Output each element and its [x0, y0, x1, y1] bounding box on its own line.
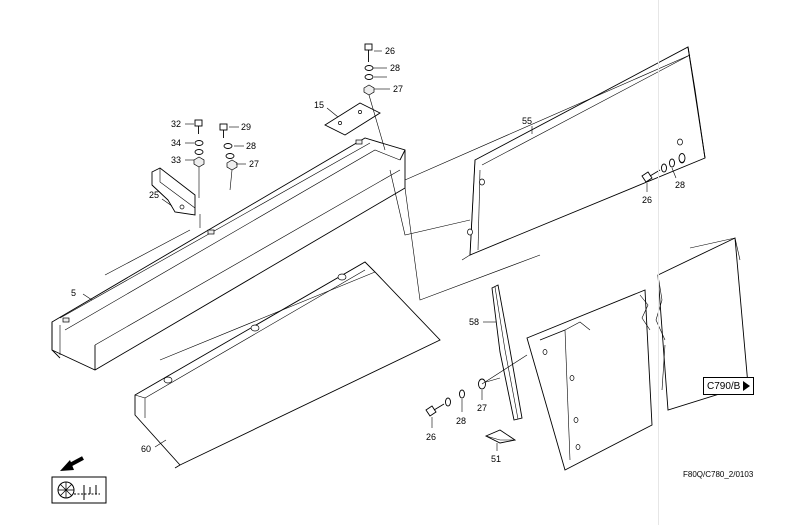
label-5: 5 [71, 288, 76, 298]
label-60: 60 [141, 444, 151, 454]
reference-link-label: C790/B [707, 380, 741, 392]
label-27: 27 [393, 84, 403, 94]
arrow-down-left-icon [60, 456, 84, 471]
label-29: 29 [241, 122, 251, 132]
label-34: 34 [171, 138, 181, 148]
fastener-stack-right[interactable] [641, 153, 686, 183]
page-divider [658, 0, 659, 525]
label-26: 26 [385, 46, 395, 56]
fastener-stack-left[interactable] [193, 119, 205, 198]
label-25: 25 [149, 190, 159, 200]
label-28: 28 [390, 63, 400, 73]
fastener-stack-top[interactable] [363, 43, 386, 151]
reference-link-button[interactable]: C790/B [703, 377, 755, 395]
fastener-stack-middle[interactable] [219, 123, 238, 191]
label-32: 32 [171, 119, 181, 129]
panel-part-55[interactable] [461, 46, 706, 261]
label-28: 28 [675, 180, 685, 190]
label-55: 55 [522, 116, 532, 126]
bracket-part-25[interactable] [151, 167, 196, 216]
combine-header-icon [51, 476, 107, 504]
leader-lines [82, 50, 677, 451]
side-panel-left[interactable] [526, 289, 653, 471]
label-58: 58 [469, 317, 479, 327]
panel-part-60[interactable] [134, 261, 441, 469]
label-26: 26 [642, 195, 652, 205]
assembly-lines [104, 54, 691, 391]
label-51: 51 [491, 454, 501, 464]
strip-part-58[interactable] [491, 284, 523, 421]
plate-part-15[interactable] [324, 102, 381, 136]
label-27: 27 [249, 159, 259, 169]
label-28: 28 [246, 141, 256, 151]
label-26: 26 [426, 432, 436, 442]
label-33: 33 [171, 155, 181, 165]
drawing-code: F80Q/C780_2/0103 [683, 470, 754, 479]
label-15: 15 [314, 100, 324, 110]
play-triangle-icon [743, 381, 751, 391]
shield-part-5[interactable] [51, 137, 406, 371]
part-labels: 26 28 27 15 32 34 33 29 28 27 25 55 26 2… [71, 46, 685, 464]
label-27: 27 [477, 403, 487, 413]
clip-part-51[interactable] [484, 429, 517, 444]
label-28: 28 [456, 416, 466, 426]
fastener-stack-bottom[interactable] [425, 377, 501, 417]
